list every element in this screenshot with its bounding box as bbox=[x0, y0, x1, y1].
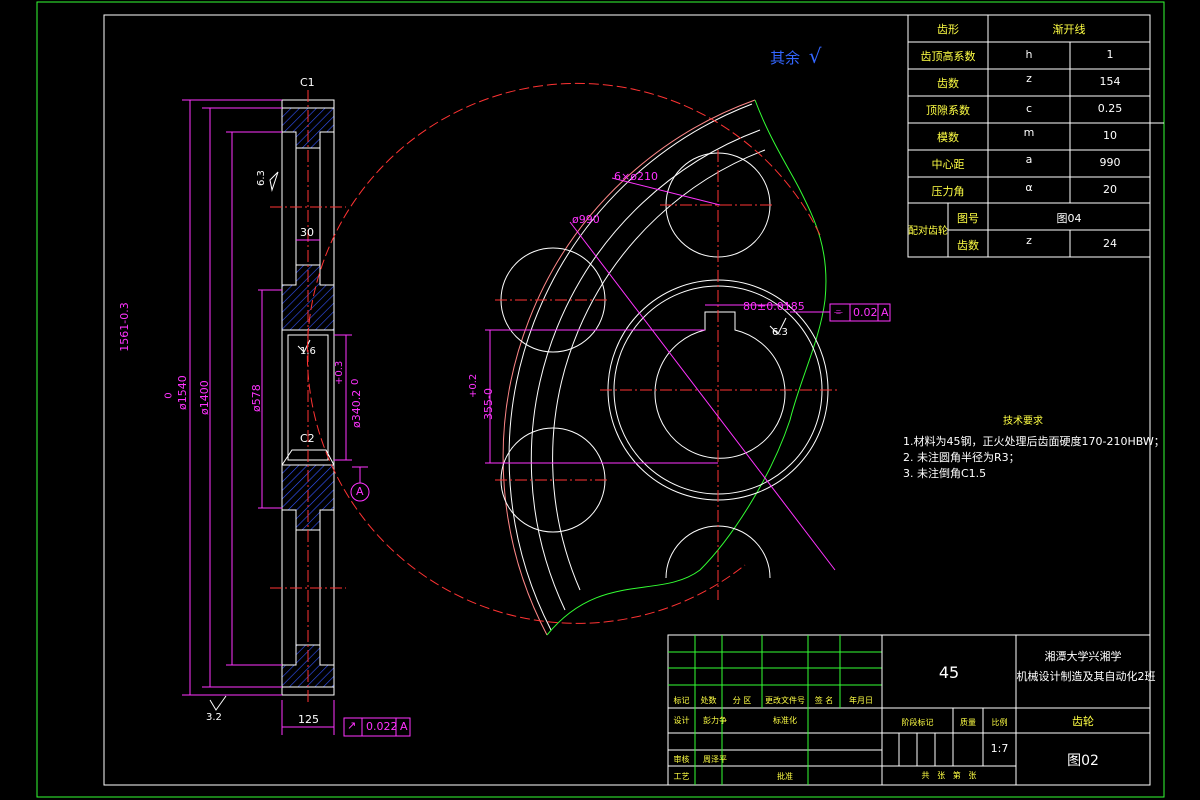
label-d-outer: 1561-0.3 bbox=[118, 262, 131, 392]
param-value: 20 bbox=[1103, 183, 1117, 196]
keyway-tol-datum: A bbox=[881, 306, 889, 319]
label-d-bore-tol-up: +0.3 bbox=[334, 360, 345, 385]
label-rough-63: 6.3 bbox=[256, 170, 267, 186]
drawing-frame bbox=[103, 14, 1151, 786]
drawing-number: 图02 bbox=[1067, 753, 1099, 769]
material: 45 bbox=[938, 663, 960, 682]
roughness-mark-front bbox=[769, 317, 787, 335]
tb-row-check-name: 周泽平 bbox=[703, 755, 727, 764]
label-chamfer-c1: C1 bbox=[300, 76, 315, 89]
tb-header-cell: 签 名 bbox=[814, 696, 834, 705]
tb-row-process-label: 工艺 bbox=[673, 772, 690, 781]
param-value: 0.25 bbox=[1097, 102, 1123, 115]
mating-symbol: z bbox=[1026, 234, 1032, 247]
tb-row-approve-label: 批准 bbox=[777, 772, 793, 781]
school-line1: 湘潭大学兴湘学 bbox=[1044, 650, 1122, 663]
label-d-outer-value: 1561-0.3 bbox=[118, 302, 131, 352]
title-block-grid bbox=[667, 634, 1151, 786]
label-d-outer-tol: 0 bbox=[163, 392, 175, 399]
part-name: 齿轮 bbox=[1072, 715, 1094, 728]
param-symbol: z bbox=[1026, 72, 1032, 85]
front-view bbox=[306, 82, 840, 636]
label-pcd: ø990 bbox=[572, 213, 600, 226]
tb-header-cell: 分 区 bbox=[732, 696, 752, 705]
scale: 1:7 bbox=[990, 742, 1009, 755]
param-table-grid bbox=[907, 14, 1164, 258]
tb-header-cell: 年月日 bbox=[849, 696, 873, 705]
tb-header-cell: 更改文件号 bbox=[765, 696, 805, 705]
label-key-depth-tol: +0.2 bbox=[468, 373, 479, 398]
param-value: 154 bbox=[1099, 75, 1121, 88]
param-symbol: α bbox=[1025, 181, 1033, 194]
param-row-form: 齿形 bbox=[937, 23, 959, 36]
label-key-depth: 355-0 bbox=[482, 388, 495, 420]
label-web: 30 bbox=[300, 226, 314, 239]
param-name: 顶隙系数 bbox=[926, 104, 970, 117]
tb-scale-label: 比例 bbox=[991, 718, 1008, 727]
param-name: 压力角 bbox=[931, 185, 965, 198]
front-dimensions bbox=[485, 177, 891, 571]
tech-requirements: 技术要求 1.材料为45钢，正火处理后齿面硬度170-210HBW； 2. 未注… bbox=[903, 414, 1165, 482]
tech-req-item: 2. 未注圆角半径为R3； bbox=[903, 451, 1020, 464]
mating-gear-label: 配对齿轮 bbox=[908, 226, 948, 237]
param-name: 模数 bbox=[937, 131, 959, 144]
section-view bbox=[270, 90, 346, 705]
tb-row-design-std: 标准化 bbox=[773, 716, 797, 725]
label-holes: 6×ø210 bbox=[614, 170, 658, 183]
param-value-form: 渐开线 bbox=[1052, 23, 1086, 36]
tech-req-item: 1.材料为45钢，正火处理后齿面硬度170-210HBW； bbox=[903, 435, 1165, 448]
label-keyway: 80±0.0185 bbox=[743, 300, 805, 313]
roughness-note-label: 其余 bbox=[770, 49, 801, 67]
label-datum-a: A bbox=[356, 485, 364, 498]
roughness-note-symbol: √ bbox=[808, 44, 822, 68]
param-name: 齿数 bbox=[937, 77, 959, 90]
label-rough-16: 1.6 bbox=[300, 346, 316, 357]
param-symbol: a bbox=[1025, 153, 1033, 166]
tb-stage-label: 阶段标记 bbox=[901, 718, 934, 727]
param-value: 990 bbox=[1099, 156, 1121, 169]
section-dimensions bbox=[182, 99, 368, 735]
tb-row-design-name: 彭力争 bbox=[703, 716, 727, 725]
keyway-tol-value: 0.02 bbox=[853, 306, 878, 319]
label-d-tip: ø1540 bbox=[176, 375, 189, 410]
label-width: 125 bbox=[298, 713, 319, 726]
runout-frame bbox=[343, 717, 411, 737]
runout-symbol: ↗ bbox=[347, 719, 357, 732]
param-symbol: c bbox=[1025, 102, 1033, 115]
roughness-marks-side bbox=[209, 171, 311, 711]
label-chamfer-c2: C2 bbox=[300, 432, 315, 445]
tb-row-check-label: 审核 bbox=[673, 755, 690, 764]
tb-sheet-label: 共 张 第 张 bbox=[921, 771, 977, 780]
mating-name: 齿数 bbox=[957, 239, 979, 252]
runout-datum: A bbox=[400, 720, 408, 733]
tb-mass-label: 质量 bbox=[960, 718, 976, 727]
tb-header-cell: 标记 bbox=[673, 696, 690, 705]
label-keyway-rough: 6.3 bbox=[772, 327, 788, 338]
label-d-hub: ø578 bbox=[250, 384, 263, 412]
mating-name: 图号 bbox=[957, 212, 979, 225]
tb-row-design-label: 设计 bbox=[673, 716, 690, 725]
roughness-note: 其余 √ bbox=[770, 44, 822, 68]
school-line2: 机械设计制造及其自动化2班 bbox=[1016, 670, 1156, 683]
tech-req-title: 技术要求 bbox=[1003, 416, 1043, 427]
tb-header-cell: 处数 bbox=[700, 696, 717, 705]
tech-req-item: 3. 未注倒角C1.5 bbox=[903, 467, 987, 480]
label-d-bore-tol-low: 0 bbox=[350, 378, 361, 385]
runout-value: 0.022 bbox=[366, 720, 398, 733]
mating-value: 24 bbox=[1103, 237, 1117, 250]
param-symbol: m bbox=[1023, 126, 1035, 139]
param-symbol: h bbox=[1025, 48, 1033, 61]
datum-a-marker bbox=[350, 482, 370, 502]
keyway-tol-symbol: ⌯ bbox=[834, 305, 843, 318]
label-d-root: ø1400 bbox=[198, 380, 211, 415]
param-name: 齿顶高系数 bbox=[920, 50, 976, 63]
sheet-border bbox=[36, 1, 1165, 798]
param-name: 中心距 bbox=[931, 158, 965, 171]
mating-value: 图04 bbox=[1056, 212, 1082, 225]
param-value: 1 bbox=[1106, 48, 1114, 61]
param-value: 10 bbox=[1103, 129, 1117, 142]
label-d-bore: ø340.2 bbox=[350, 389, 363, 428]
label-rough-32: 3.2 bbox=[206, 712, 222, 723]
